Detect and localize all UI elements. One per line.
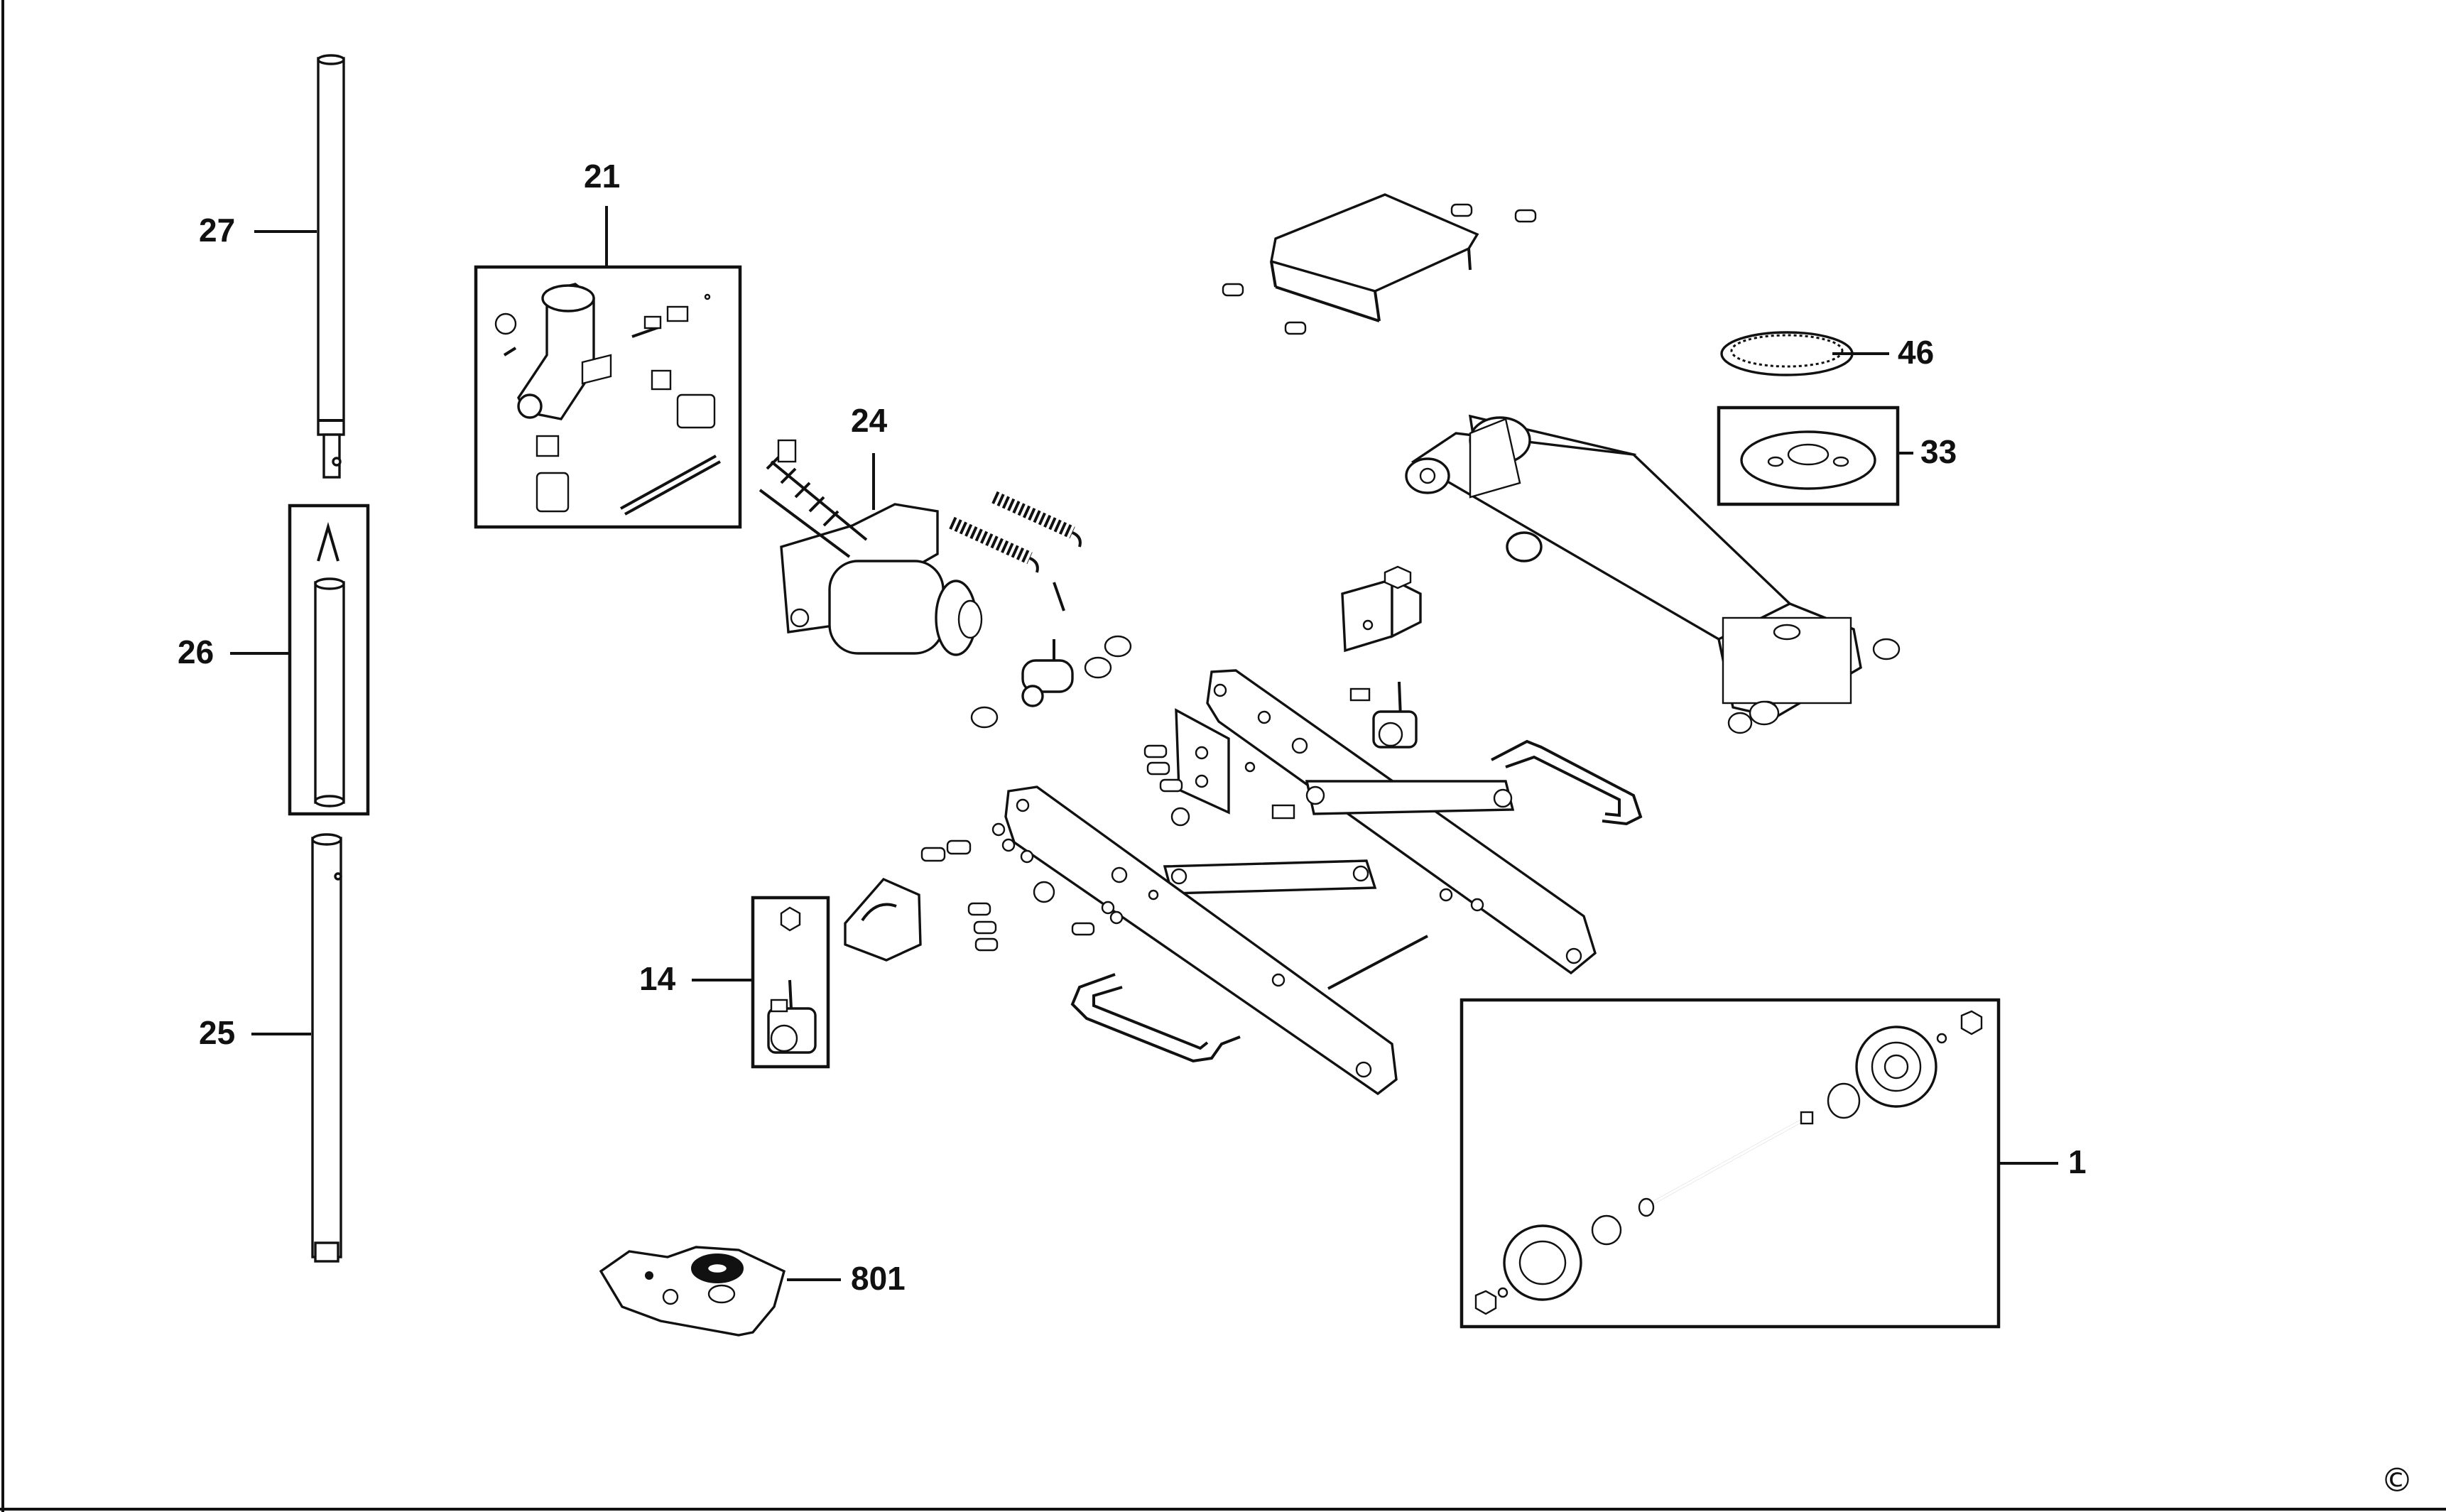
rear-side-plate[interactable] <box>1206 669 1597 975</box>
spring-pair[interactable] <box>949 491 1082 573</box>
callout-24: 24 <box>851 402 888 439</box>
top-cover-plate[interactable] <box>1222 193 1537 335</box>
callout-27: 27 <box>199 212 235 249</box>
part-25-lower-tube[interactable] <box>311 833 342 1263</box>
callout-26: 26 <box>178 633 214 670</box>
callout-25: 25 <box>199 1014 235 1051</box>
pin-with-rings[interactable] <box>970 582 1132 729</box>
rear-castor[interactable] <box>1349 681 1418 749</box>
copyright-symbol: © <box>2381 1461 2413 1499</box>
callout-14: 14 <box>639 960 676 997</box>
part-24-power-unit[interactable] <box>759 439 983 656</box>
part-27-handle-tube[interactable] <box>317 54 345 479</box>
part-26-clip-and-tube[interactable] <box>314 521 345 807</box>
part-1-box <box>1460 998 2001 1329</box>
rear-u-handle[interactable] <box>1491 739 1643 826</box>
lift-arm[interactable] <box>1405 414 1901 734</box>
part-33-saddle[interactable] <box>1740 430 1876 490</box>
part-33-box <box>1717 406 1900 506</box>
callout-33: 33 <box>1920 433 1957 470</box>
part-801-seal-kit[interactable] <box>599 1246 786 1337</box>
part-21-box <box>474 265 742 529</box>
part-14-castor[interactable] <box>767 906 817 1054</box>
front-bolts[interactable] <box>920 822 1124 952</box>
part-14-box <box>751 896 830 1069</box>
front-side-plate[interactable] <box>1004 785 1398 1096</box>
callout-801: 801 <box>851 1260 906 1297</box>
callout-1: 1 <box>2068 1143 2087 1180</box>
callout-21: 21 <box>584 158 620 195</box>
part-1-roller-axle-kit[interactable] <box>1474 1010 1983 1315</box>
front-saddle-block[interactable] <box>844 877 922 962</box>
lower-link-arm[interactable] <box>1163 859 1377 895</box>
callout-46: 46 <box>1898 334 1934 371</box>
rear-bracket[interactable] <box>1341 565 1422 653</box>
part-46-saddle-pad[interactable] <box>1720 331 1854 376</box>
part-26-box <box>288 504 370 816</box>
front-u-handle[interactable] <box>1070 973 1241 1063</box>
axle-rod[interactable] <box>1327 935 1428 990</box>
upper-link-arm[interactable] <box>1305 780 1515 815</box>
rear-link-bracket[interactable] <box>1175 708 1230 815</box>
part-21-pump-kit[interactable] <box>494 283 721 516</box>
rear-bolts[interactable] <box>1143 744 1295 827</box>
